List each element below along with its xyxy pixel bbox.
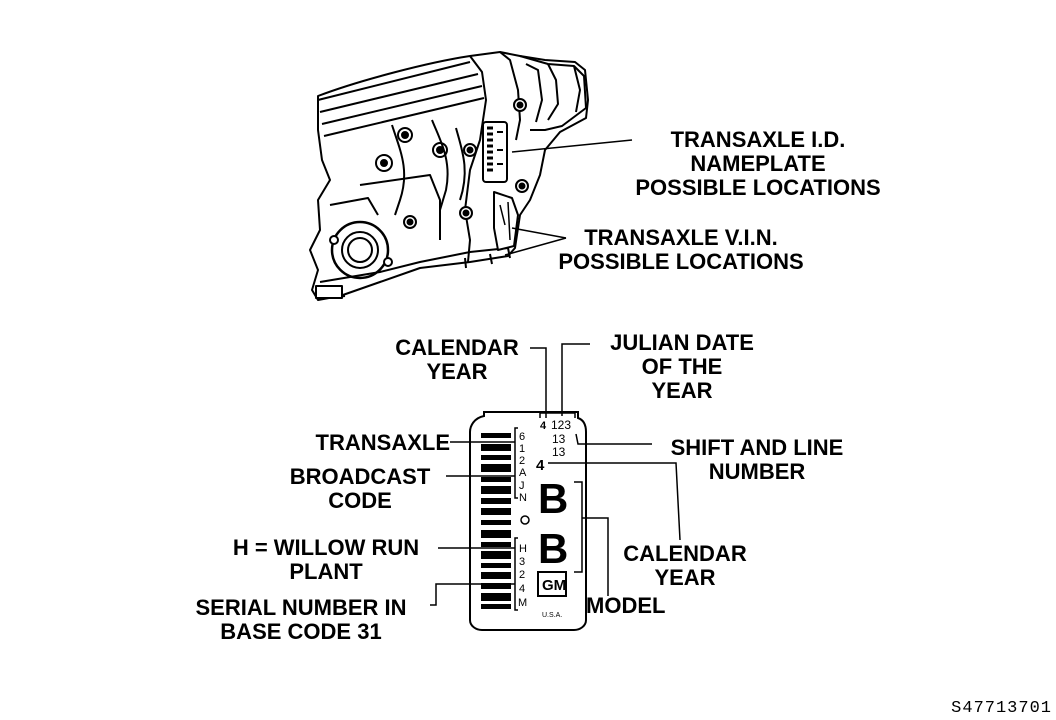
label-calendar-year-right: CALENDAR YEAR — [610, 542, 760, 590]
plate-model-letter-2: B — [538, 525, 568, 572]
plate-top-year: 4 — [540, 420, 547, 432]
label-line: SERIAL NUMBER IN — [195, 595, 407, 620]
plate-serial-0: H — [519, 543, 527, 555]
label-line: CALENDAR — [395, 335, 519, 360]
plate-broadcast-5: N — [519, 492, 527, 504]
plate-model-letter-1: B — [538, 475, 568, 522]
label-line: YEAR — [426, 359, 488, 384]
plate-broadcast-2: 2 — [519, 455, 525, 467]
label-line: POSSIBLE LOCATIONS — [558, 249, 804, 274]
plate-serial-4: M — [518, 597, 527, 609]
plate-serial-2: 2 — [519, 569, 525, 581]
label-line: TRANSAXLE — [315, 430, 450, 455]
label-line: H = WILLOW RUN — [232, 535, 420, 560]
gm-logo-box — [537, 571, 567, 597]
lower-leader-lines — [430, 343, 681, 606]
label-line: YEAR — [651, 378, 713, 403]
figure-reference-number: S47713701 — [951, 699, 1052, 718]
label-shift-line-number: SHIFT AND LINE NUMBER — [652, 436, 862, 484]
plate-serial-3: 4 — [519, 583, 525, 595]
label-model: MODEL — [586, 594, 686, 618]
plate-hole — [520, 515, 530, 525]
plate-country: U.S.A. — [542, 612, 562, 619]
label-nameplate-locations: TRANSAXLE I.D. NAMEPLATE POSSIBLE LOCATI… — [600, 128, 916, 200]
plate-julian: 123 — [551, 418, 571, 432]
label-line: TRANSAXLE V.I.N. — [584, 225, 778, 250]
label-line: BASE CODE 31 — [220, 619, 382, 644]
plate-broadcast-0: 6 — [519, 431, 525, 443]
plate-broadcast-1: 1 — [519, 443, 525, 455]
id-nameplate — [469, 411, 587, 631]
label-line: MODEL — [586, 593, 666, 618]
label-julian-date: JULIAN DATE OF THE YEAR — [592, 331, 772, 403]
plate-text: 4 123 13 13 4 6 1 2 A J N B B H 3 2 4 M … — [518, 418, 571, 619]
gm-logo: GM — [542, 577, 566, 594]
label-line: POSSIBLE LOCATIONS — [635, 175, 881, 200]
plate-broadcast-4: J — [519, 480, 525, 492]
label-willow-run-plant: H = WILLOW RUN PLANT — [212, 536, 440, 584]
label-line: YEAR — [654, 565, 716, 590]
plate-serial-1: 3 — [519, 556, 525, 568]
label-line: SHIFT AND LINE — [670, 435, 844, 460]
plate-calendar-digit: 4 — [536, 457, 545, 474]
label-line: CODE — [328, 488, 392, 513]
label-line: OF THE — [641, 354, 723, 379]
label-line: CALENDAR — [623, 541, 747, 566]
label-line: JULIAN DATE — [610, 330, 754, 355]
label-line: NUMBER — [708, 459, 806, 484]
label-serial-number: SERIAL NUMBER IN BASE CODE 31 — [176, 596, 426, 644]
label-line: PLANT — [289, 559, 363, 584]
plate-shift-2: 13 — [552, 445, 566, 459]
label-transaxle: TRANSAXLE — [284, 431, 450, 455]
label-line: TRANSAXLE I.D. — [670, 127, 846, 152]
label-line: BROADCAST — [289, 464, 431, 489]
label-line: NAMEPLATE — [690, 151, 826, 176]
barcode — [481, 433, 511, 609]
transaxle-illustration — [309, 51, 589, 301]
label-broadcast-code: BROADCAST CODE — [270, 465, 450, 513]
label-vin-locations: TRANSAXLE V.I.N. POSSIBLE LOCATIONS — [536, 226, 826, 274]
plate-broadcast-3: A — [519, 467, 527, 479]
plate-shift-1: 13 — [552, 432, 566, 446]
label-calendar-year-top: CALENDAR YEAR — [384, 336, 530, 384]
upper-leader-lines — [504, 139, 633, 256]
